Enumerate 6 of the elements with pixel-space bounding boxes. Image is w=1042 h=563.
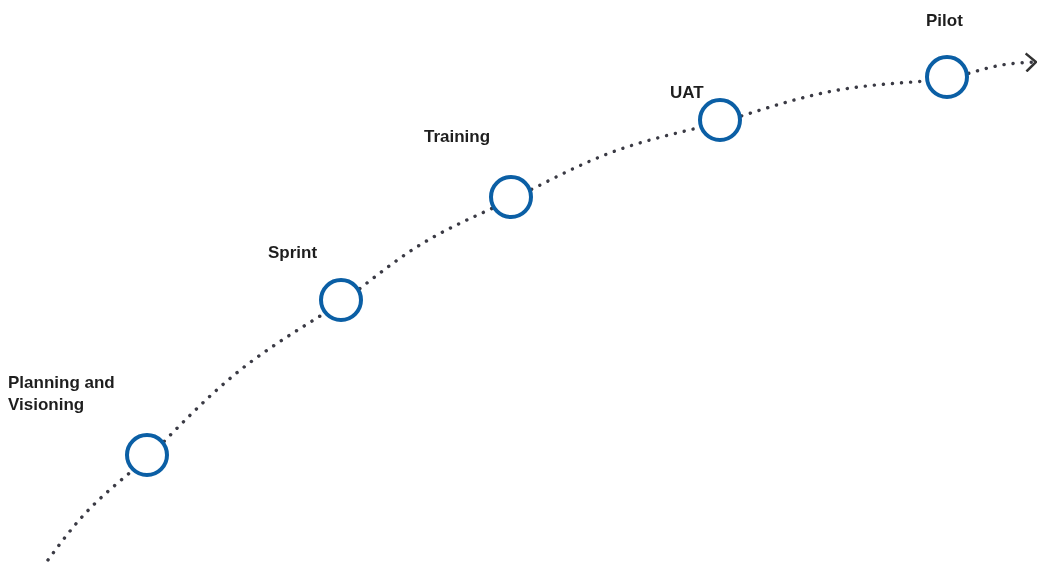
stage-label: Planning and Visioning (8, 372, 116, 417)
stage-label: UAT (670, 82, 704, 104)
dotted-arrow (967, 52, 1038, 76)
stage-label: Training (424, 126, 491, 148)
stage-label: Sprint (268, 242, 318, 264)
stage-label: Pilot (926, 10, 963, 32)
